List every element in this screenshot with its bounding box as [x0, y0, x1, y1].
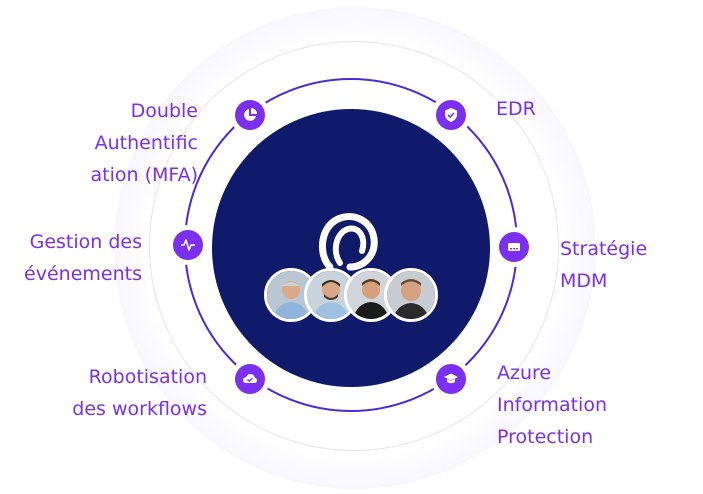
team-avatars [264, 268, 444, 322]
graduation-cap-icon [436, 364, 466, 394]
shield-check-icon [436, 100, 466, 130]
company-logo-icon [318, 213, 378, 271]
label-mfa: Double Authentific ation (MFA) [90, 100, 198, 186]
pie-chart-icon [235, 100, 265, 130]
label-mdm: Stratégie MDM [560, 238, 648, 292]
label-workflows: Robotisation des workflows [72, 366, 207, 420]
label-edr: EDR [496, 98, 536, 120]
label-events: Gestion des événements [24, 231, 142, 285]
thin-ring [149, 41, 559, 451]
label-aip: Azure Information Protection [497, 362, 607, 448]
pulse-icon [173, 230, 203, 260]
avatar-person-4 [384, 268, 438, 322]
device-icon [499, 232, 529, 262]
center-circle [212, 109, 490, 387]
cloud-check-icon [235, 364, 265, 394]
avatar-person-2 [304, 268, 358, 322]
